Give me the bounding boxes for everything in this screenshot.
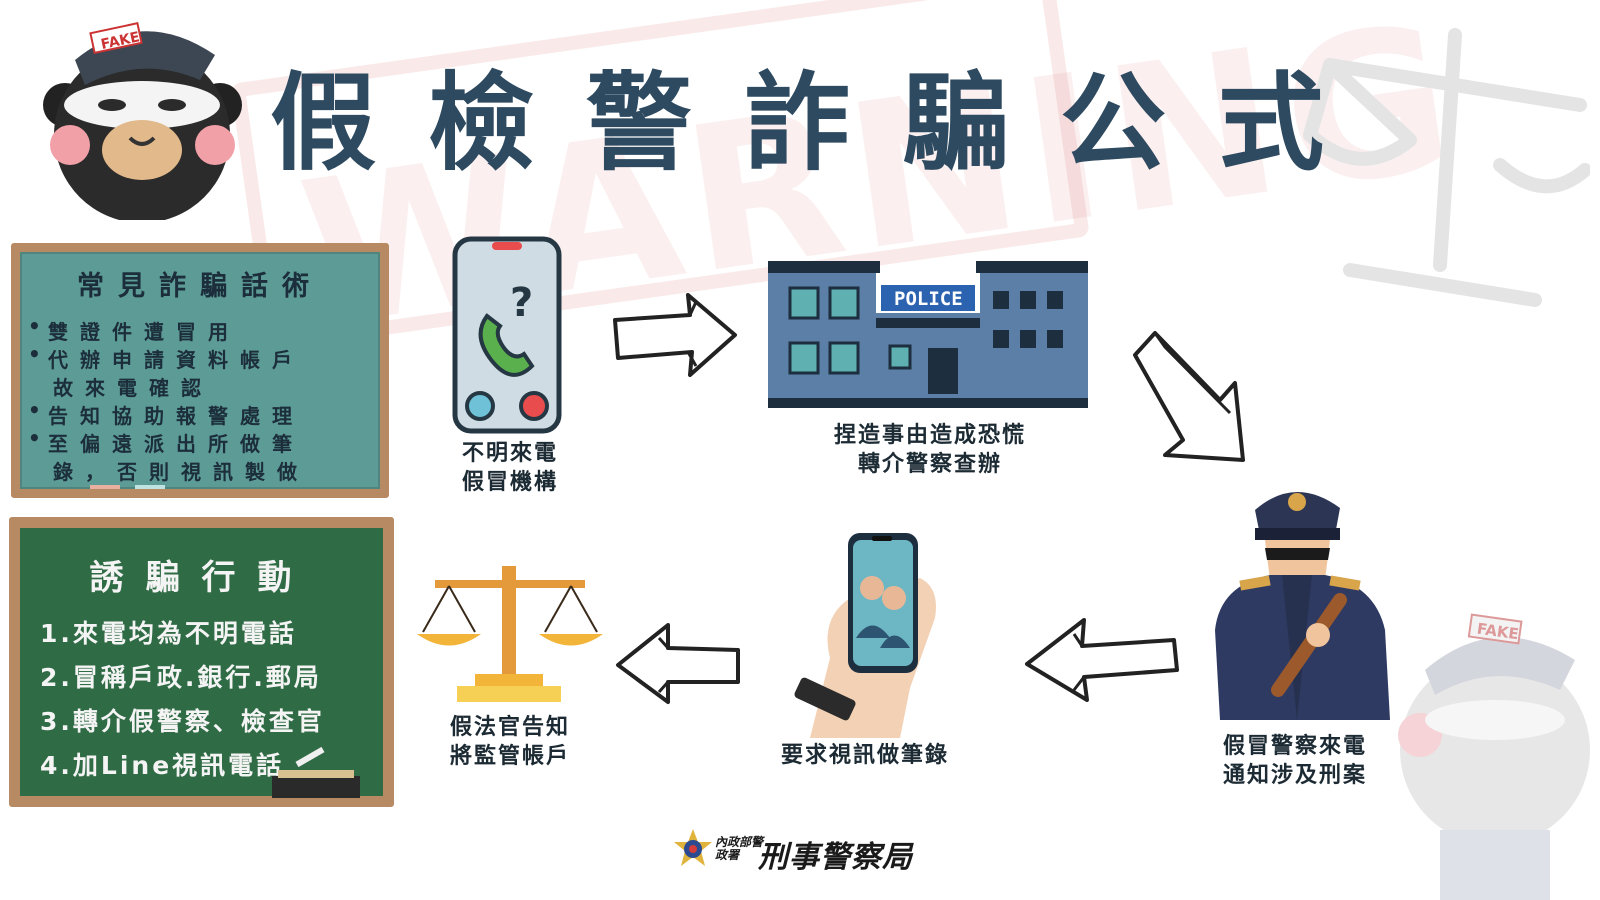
eraser-icon bbox=[272, 776, 360, 798]
police-emblem-icon bbox=[674, 829, 712, 866]
arrow-left-icon bbox=[1025, 618, 1179, 702]
chalk-piece bbox=[90, 485, 120, 489]
common-tactics-title: 常見詐騙話術 bbox=[77, 271, 323, 302]
scale-watermark-icon bbox=[1303, 28, 1590, 307]
step-video-call-label: 要求視訊做筆錄 bbox=[780, 743, 949, 768]
list-item: •代辦申請資料帳戶 bbox=[28, 342, 304, 372]
step-fake-police-label: 假冒警察來電通知涉及刑案 bbox=[1222, 734, 1367, 788]
title-char: 騙 bbox=[902, 62, 1008, 185]
title-char: 式 bbox=[1218, 62, 1324, 185]
video-call-phone-icon bbox=[794, 533, 936, 738]
footer-org-small: 內政部警政署 bbox=[715, 835, 764, 862]
arrow-down-right-icon bbox=[1133, 331, 1245, 462]
step-judge-label: 假法官告知將監管帳戶 bbox=[449, 715, 570, 769]
fake-mascot-icon: FAKE bbox=[43, 22, 242, 220]
list-item: •至偏遠派出所做筆 bbox=[28, 426, 304, 456]
chalk-piece bbox=[295, 746, 325, 768]
list-item: 2.冒稱戶政.銀行.郵局 bbox=[40, 663, 322, 692]
title-char: 詐 bbox=[744, 62, 850, 185]
list-item: 故來電確認 bbox=[53, 376, 213, 400]
fake-police-officer-icon bbox=[1215, 491, 1390, 720]
step-phone-label: 不明來電假冒機構 bbox=[461, 441, 558, 495]
chalk-piece bbox=[135, 485, 165, 489]
eraser-top bbox=[278, 770, 354, 778]
svg-text:?: ? bbox=[510, 280, 533, 326]
mascot-cap-text: FAKE bbox=[100, 29, 142, 53]
mascot-watermark-cap-text: FAKE bbox=[1476, 620, 1520, 644]
arrow-left-icon bbox=[616, 623, 740, 704]
lure-action-board: 誘騙行動 1.來電均為不明電話 2.冒稱戶政.銀行.郵局 3.轉介假警察、檢查官… bbox=[9, 517, 394, 807]
mobile-phone-icon: ? bbox=[452, 236, 562, 434]
list-item: 錄，否則視訊製做 bbox=[53, 460, 309, 484]
footer-org-name: 刑事警察局 bbox=[758, 840, 913, 875]
list-item: 4.加Line視訊電話 bbox=[40, 751, 285, 780]
page-title: 假 檢 警 詐 騙 公 式 bbox=[270, 60, 1324, 187]
title-char: 公 bbox=[1060, 62, 1166, 185]
title-char: 警 bbox=[586, 62, 692, 185]
list-item: •告知協助報警處理 bbox=[28, 398, 304, 428]
title-char: 檢 bbox=[428, 62, 534, 185]
step-police-label: 捏造事由造成恐慌轉介警察查辦 bbox=[833, 423, 1026, 477]
arrow-right-icon bbox=[613, 293, 737, 377]
justice-scale-icon bbox=[417, 566, 603, 702]
list-item: •雙證件遭冒用 bbox=[28, 314, 240, 344]
fake-mascot-watermark-icon: FAKE bbox=[1398, 613, 1590, 900]
police-station-icon: POLICE bbox=[768, 261, 1088, 408]
lure-action-title: 誘騙行動 bbox=[89, 558, 314, 598]
title-char: 假 bbox=[270, 62, 376, 185]
list-item: 3.轉介假警察、檢查官 bbox=[40, 707, 325, 736]
list-item: 1.來電均為不明電話 bbox=[40, 619, 297, 648]
common-tactics-board: 常見詐騙話術 •雙證件遭冒用 •代辦申請資料帳戶 故來電確認 •告知協助報警處理… bbox=[11, 243, 389, 498]
police-sign-text: POLICE bbox=[894, 288, 963, 310]
